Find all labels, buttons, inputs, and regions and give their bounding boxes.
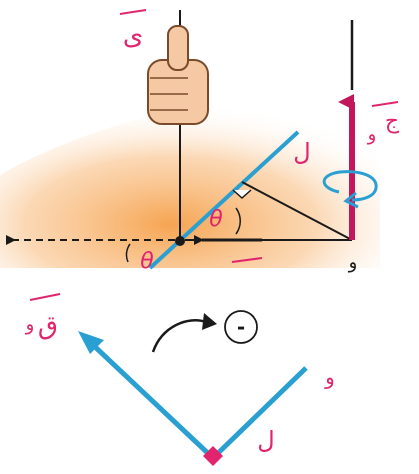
bottom-overbar [231, 257, 263, 263]
right-angle-marker [232, 189, 252, 200]
vector-z-overbar [371, 101, 399, 107]
right-angle-diamond [203, 446, 223, 466]
angle-arc-mid [235, 207, 241, 235]
perpendicular-line [241, 181, 353, 241]
vector-y-overbar [119, 9, 147, 15]
curved-arrowhead [202, 313, 217, 330]
vector-subscript-bottom: و [25, 314, 35, 335]
vector-z-label: ج [385, 109, 400, 134]
angle-label-mid: θ [209, 207, 223, 232]
negative-sign-circle [224, 310, 258, 344]
bottom-panel: - ق و ل و [25, 293, 335, 466]
blue-diagonal-line [148, 130, 300, 270]
vector-label-bottom: ق [38, 311, 58, 341]
pivot-point [175, 236, 185, 246]
angle-label-bottom: θ [140, 249, 154, 274]
blue-vector-right [211, 366, 308, 460]
top-panel: ى ج و ل θ θ و [0, 9, 400, 274]
rotation-arrow-icon [322, 170, 378, 209]
blue-vector-left [90, 342, 215, 460]
vector-z-subscript: و [367, 124, 377, 145]
curved-arrow [151, 319, 207, 353]
length-label-bottom: ل [257, 426, 274, 454]
orange-background [0, 93, 380, 268]
blue-arrowhead-left [78, 331, 104, 354]
origin-label-top: و [348, 252, 358, 273]
vector-y-label: ى [123, 21, 143, 51]
angle-arc-bottom [125, 243, 131, 263]
negative-sign-text: - [237, 315, 245, 339]
right-end-label: و [324, 365, 335, 389]
thumbs-up-icon [147, 25, 209, 125]
length-label-top: ل [293, 138, 310, 166]
vector-label-overbar [29, 293, 61, 301]
